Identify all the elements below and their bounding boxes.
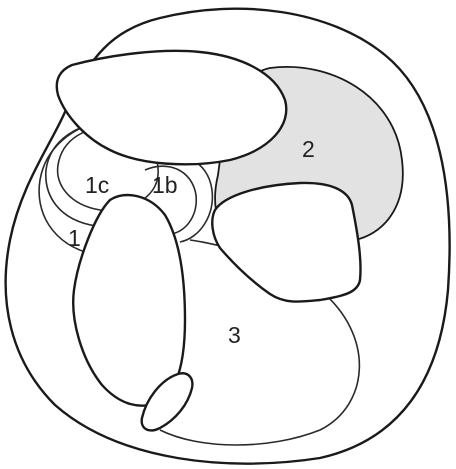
label-3: 3 [228, 322, 241, 348]
label-1: 1 [68, 225, 81, 251]
label-1c: 1c [85, 172, 109, 198]
right-bone-shape [212, 183, 360, 302]
left-bone-shape [73, 195, 185, 406]
label-2: 2 [302, 136, 315, 162]
top-bone-shape [57, 51, 287, 164]
label-1b: 1b [152, 172, 178, 198]
